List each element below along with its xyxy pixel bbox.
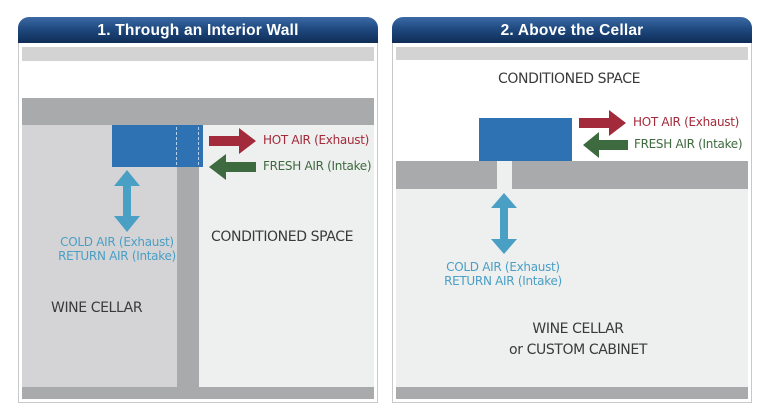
panel-above-the-cellar: 2. Above the Cellar CONDITIONED SPACE HO… xyxy=(392,17,752,404)
double-arrow-vertical-icon xyxy=(491,193,517,254)
arrow-right-icon xyxy=(579,110,626,136)
wine-cellar-room xyxy=(22,125,177,387)
wine-cellar-room xyxy=(396,161,748,387)
double-arrow-vertical-icon xyxy=(114,170,140,232)
wine-cellar-label-line2: or CUSTOM CABINET xyxy=(509,342,647,358)
panel-title: 2. Above the Cellar xyxy=(392,17,752,43)
floor-bar xyxy=(22,387,374,399)
conditioned-space-label: CONDITIONED SPACE xyxy=(498,71,641,87)
arrow-left-icon xyxy=(209,154,256,180)
cooling-unit xyxy=(112,125,203,167)
floor-wall-right xyxy=(512,161,748,189)
diagram-area: CONDITIONED SPACE HOT AIR (Exhaust) FRES… xyxy=(392,43,752,403)
panel-title: 1. Through an Interior Wall xyxy=(18,17,378,43)
wall-line-right xyxy=(198,127,199,165)
interior-wall xyxy=(177,125,199,387)
panel-through-interior-wall: 1. Through an Interior Wall HOT AIR (Exh… xyxy=(18,17,378,404)
cold-return-air-label: COLD AIR (Exhaust) RETURN AIR (Intake) xyxy=(433,260,573,288)
wine-cellar-label-line1: WINE CELLAR xyxy=(532,321,624,337)
hot-air-label: HOT AIR (Exhaust) xyxy=(633,115,739,129)
cooling-unit xyxy=(479,118,572,161)
cold-return-air-label: COLD AIR (Exhaust) RETURN AIR (Intake) xyxy=(47,235,187,263)
wine-cellar-label: WINE CELLAR or CUSTOM CABINET xyxy=(453,319,703,361)
cold-air-label: COLD AIR (Exhaust) xyxy=(60,235,174,249)
cold-air-label: COLD AIR (Exhaust) xyxy=(446,260,560,274)
ceiling-bar xyxy=(396,47,748,60)
return-air-label: RETURN AIR (Intake) xyxy=(444,274,562,288)
fresh-air-label: FRESH AIR (Intake) xyxy=(634,137,743,151)
floor-wall-left xyxy=(396,161,497,189)
arrow-left-icon xyxy=(583,132,628,158)
conditioned-space-label: CONDITIONED SPACE xyxy=(211,229,354,245)
diagram-area: HOT AIR (Exhaust) FRESH AIR (Intake) COL… xyxy=(18,43,378,403)
wine-cellar-label: WINE CELLAR xyxy=(51,300,143,316)
fresh-air-label: FRESH AIR (Intake) xyxy=(263,159,372,173)
wall-line-left xyxy=(176,127,177,165)
return-air-label: RETURN AIR (Intake) xyxy=(58,249,176,263)
ceiling-bar xyxy=(22,47,374,61)
hot-air-label: HOT AIR (Exhaust) xyxy=(263,133,369,147)
arrow-right-icon xyxy=(209,128,256,154)
ceiling-wall xyxy=(22,98,374,125)
floor-bar xyxy=(396,387,748,399)
